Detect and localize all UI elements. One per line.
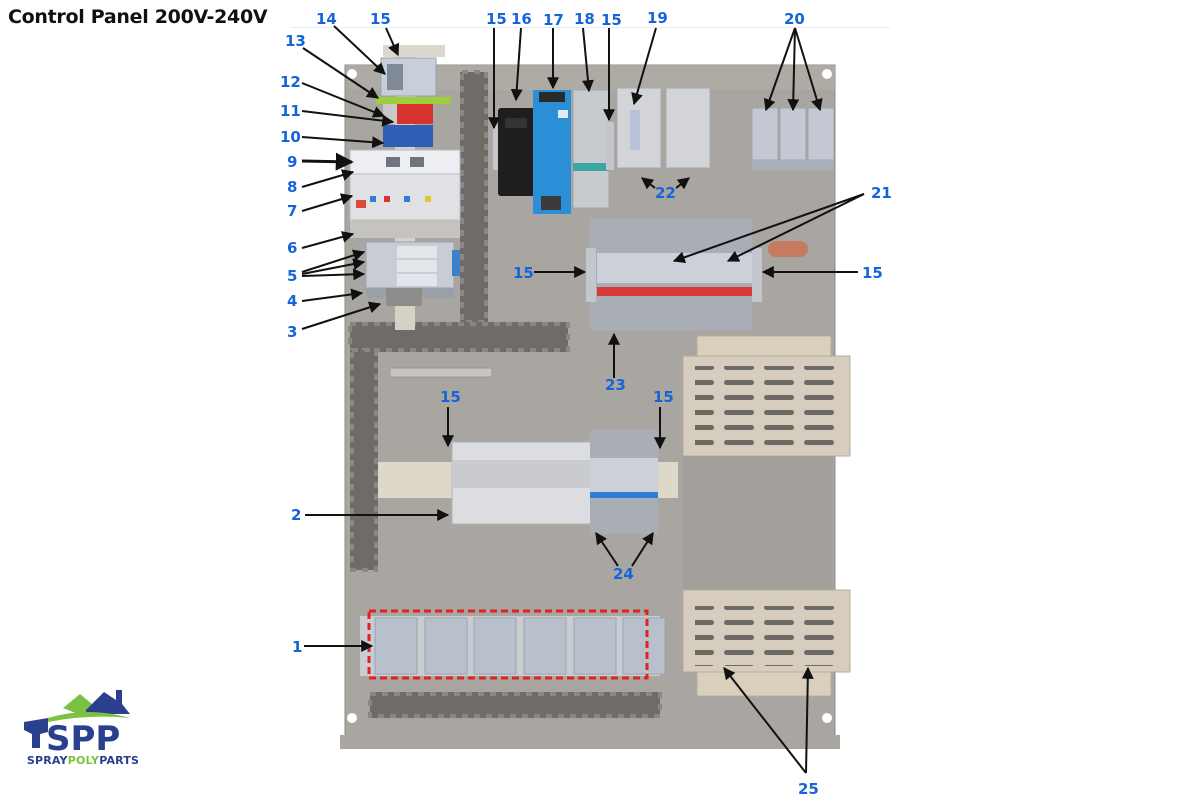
- spraypolyparts-logo: SPP SPRAYPOLYPARTS: [18, 688, 148, 778]
- highlight-box: [367, 609, 649, 680]
- callout-4: 4: [287, 292, 297, 310]
- contactor-1: [616, 87, 662, 169]
- callout-1: 1: [292, 638, 302, 656]
- callout-arrows: [301, 25, 865, 774]
- mount-hole: [347, 713, 357, 723]
- power-supply-black: [498, 108, 535, 196]
- callout-10: 10: [280, 128, 301, 146]
- callout-18: 18: [574, 10, 595, 28]
- callout-19: 19: [647, 9, 668, 27]
- callout-5: 5: [287, 267, 297, 285]
- logo-word-poly: POLY: [67, 754, 100, 767]
- cable-duct-horizontal-lower: [368, 692, 662, 718]
- end-stop: [606, 122, 614, 170]
- cable-duct-vertical-left: [350, 348, 378, 572]
- callout-9: 9: [287, 153, 297, 171]
- callout-24: 24: [613, 565, 634, 583]
- breakers-blue-band: [590, 430, 658, 534]
- relay-module: [365, 241, 460, 289]
- callout-6: 6: [287, 239, 297, 257]
- callout-15: 15: [601, 11, 622, 29]
- callout-11: 11: [280, 102, 301, 120]
- callout-15: 15: [486, 10, 507, 28]
- logo-graphic: SPP: [24, 690, 130, 759]
- din-rail-clamp: [386, 288, 422, 306]
- contactor-2: [665, 87, 711, 169]
- callout-25: 25: [798, 780, 819, 798]
- callout-15: 15: [513, 264, 534, 282]
- callout-17: 17: [543, 11, 564, 29]
- mount-hole: [347, 69, 357, 79]
- callout-15: 15: [653, 388, 674, 406]
- callout-23: 23: [605, 376, 626, 394]
- callout-3: 3: [287, 323, 297, 341]
- callout-2: 2: [291, 506, 301, 524]
- plc-base: [350, 220, 460, 238]
- logo-word-spray: SPRAY: [26, 754, 68, 767]
- terminal-blocks-grey: [572, 89, 610, 209]
- roof-blue-icon: [86, 690, 130, 714]
- callout-8: 8: [287, 178, 297, 196]
- callout-16: 16: [511, 10, 532, 28]
- swoosh-icon: [48, 712, 130, 722]
- solid-state-relays: [360, 609, 666, 680]
- ground-terminal-block: [376, 97, 451, 104]
- fuse-holders: [751, 107, 835, 170]
- callout-13: 13: [285, 32, 306, 50]
- callout-15: 15: [862, 264, 883, 282]
- main-breaker: [451, 441, 593, 525]
- callout-15: 15: [440, 388, 461, 406]
- callout-21: 21: [871, 184, 892, 202]
- callout-20: 20: [784, 10, 805, 28]
- spray-gun-icon: [24, 718, 48, 748]
- end-stop-top: [383, 45, 445, 57]
- plc-controller: [349, 149, 461, 175]
- power-supply-blue: [533, 90, 571, 214]
- callout-22: 22: [655, 184, 676, 202]
- logo-word-parts: PARTS: [99, 754, 140, 767]
- mount-hole: [822, 69, 832, 79]
- callout-14: 14: [316, 10, 337, 28]
- vfd-drive: [682, 335, 851, 697]
- blue-terminal-block: [383, 125, 433, 147]
- callout-labels: 14 15 13 12 11 10 9 8 7 6 5 4 3 15 16 17…: [280, 9, 892, 798]
- mount-hole: [822, 713, 832, 723]
- callout-15: 15: [370, 10, 391, 28]
- logo-letters: SPP: [46, 719, 120, 754]
- ground-lug: [768, 241, 808, 257]
- callout-7: 7: [287, 202, 297, 220]
- cable-duct-vertical-center: [460, 70, 488, 324]
- circuit-breakers-upper: [586, 218, 762, 330]
- ethernet-switch: [380, 57, 437, 97]
- logo-wordmark: SPRAYPOLYPARTS: [18, 754, 148, 767]
- page-title: Control Panel 200V-240V: [8, 6, 268, 28]
- ground-terminal-strip: [389, 367, 493, 378]
- cable-duct-horizontal-upper: [348, 322, 570, 352]
- plc-io-modules: [349, 173, 461, 221]
- header-divider: [290, 27, 890, 28]
- callout-12: 12: [280, 73, 301, 91]
